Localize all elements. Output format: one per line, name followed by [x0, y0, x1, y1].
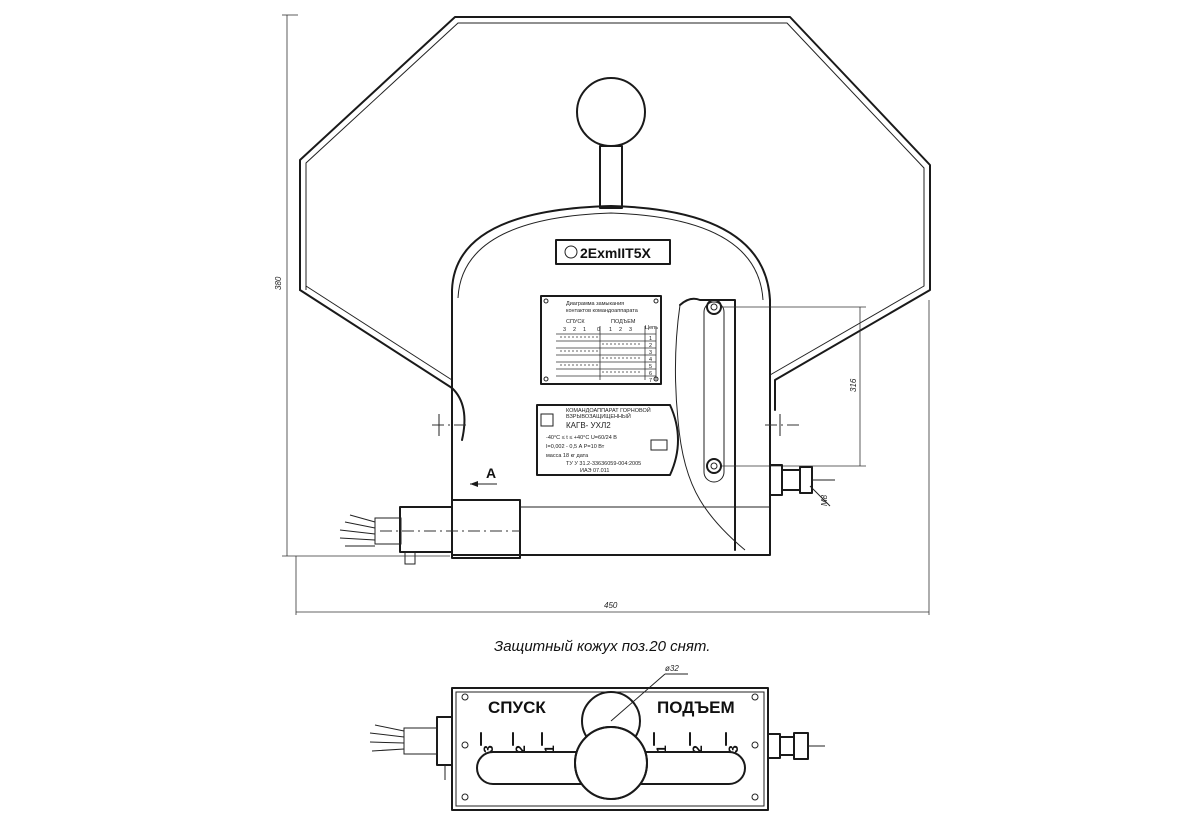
knob-diameter: ø32: [665, 664, 679, 673]
svg-text:масса 18 кг дата: масса 18 кг дата: [546, 453, 589, 459]
lever-shaft: [599, 145, 623, 209]
svg-text:ИАЭ 07.011: ИАЭ 07.011: [580, 468, 609, 474]
mount-hole-bottom: [706, 458, 722, 474]
front-view: 380 450 2ExmIIT5X Диаграмма замыкания ко…: [274, 14, 931, 615]
svg-text:1: 1: [583, 327, 586, 333]
lever-knob: [576, 77, 646, 147]
width-dimension: 450: [604, 601, 618, 610]
ex-marking-plate: [555, 239, 671, 265]
svg-text:ВЗРЫВОЗАЩИЩЕННЫЙ: ВЗРЫВОЗАЩИЩЕННЫЙ: [566, 412, 631, 420]
bolt-m8: M8: [769, 464, 835, 507]
svg-text:6: 6: [649, 371, 652, 377]
svg-text:ПОДЪЕМ: ПОДЪЕМ: [611, 319, 636, 325]
scale-right-2: 2: [689, 745, 705, 753]
svg-text:3: 3: [563, 327, 566, 333]
label-down: СПУСК: [488, 698, 546, 717]
mount-spacing-dimension: 316: [849, 378, 858, 392]
scale-left-2: 2: [512, 745, 528, 753]
svg-text:1: 1: [649, 336, 652, 342]
svg-text:ТУ У 31.2-33636059-004:2005: ТУ У 31.2-33636059-004:2005: [566, 461, 641, 467]
svg-text:0: 0: [597, 327, 600, 333]
svg-text:КАГВ- УХЛ2: КАГВ- УХЛ2: [566, 421, 611, 430]
svg-text:КОМАНДОАППАРАТ ГОРНОВОЙ: КОМАНДОАППАРАТ ГОРНОВОЙ: [566, 406, 651, 414]
label-up: ПОДЪЕМ: [657, 698, 735, 717]
svg-text:M8: M8: [820, 494, 829, 506]
svg-text:-40°С ≤ t ≤ +40°С U=60/24 В: -40°С ≤ t ≤ +40°С U=60/24 В: [546, 435, 617, 441]
svg-text:I=0,002 - 0,5 А P=10 Вт: I=0,002 - 0,5 А P=10 Вт: [546, 444, 605, 450]
top-view: СПУСК ПОДЪЕМ 3 2 1 1 2 3 ø32: [369, 664, 825, 811]
cable-gland: [339, 499, 770, 565]
svg-text:5: 5: [649, 364, 652, 370]
protective-cover-inner: [305, 22, 925, 376]
svg-text:2: 2: [573, 327, 576, 333]
housing: [451, 205, 771, 556]
svg-text:контактов командоаппарата: контактов командоаппарата: [566, 308, 639, 314]
svg-text:3: 3: [649, 350, 652, 356]
mount-hole-top: [706, 299, 722, 315]
svg-text:7: 7: [649, 378, 652, 384]
contact-diagram-plate: Диаграмма замыкания контактов командоапп…: [540, 295, 662, 385]
view-marker: A: [486, 465, 496, 481]
svg-text:Цепь: Цепь: [645, 325, 658, 331]
svg-text:СПУСК: СПУСК: [566, 319, 585, 325]
svg-text:4: 4: [649, 357, 652, 363]
ex-marking: 2ExmIIT5X: [580, 245, 651, 261]
svg-text:1: 1: [609, 327, 612, 333]
svg-text:Диаграмма замыкания: Диаграмма замыкания: [566, 301, 624, 307]
lever-slot: [679, 297, 736, 551]
height-dimension: 380: [274, 276, 283, 290]
protective-cover: [299, 16, 931, 411]
protective-cover-left-foot: [299, 289, 453, 389]
scale-left-3: 3: [480, 745, 496, 753]
svg-text:2: 2: [619, 327, 622, 333]
scale-left-1: 1: [541, 745, 557, 753]
scale-right-1: 1: [653, 745, 669, 753]
svg-text:3: 3: [629, 327, 632, 333]
caption: Защитный кожух поз.20 снят.: [494, 638, 710, 655]
scale-right-3: 3: [725, 745, 741, 753]
name-plate: КОМАНДОАППАРАТ ГОРНОВОЙ ВЗРЫВОЗАЩИЩЕННЫЙ…: [536, 404, 679, 476]
svg-text:2: 2: [649, 343, 652, 349]
